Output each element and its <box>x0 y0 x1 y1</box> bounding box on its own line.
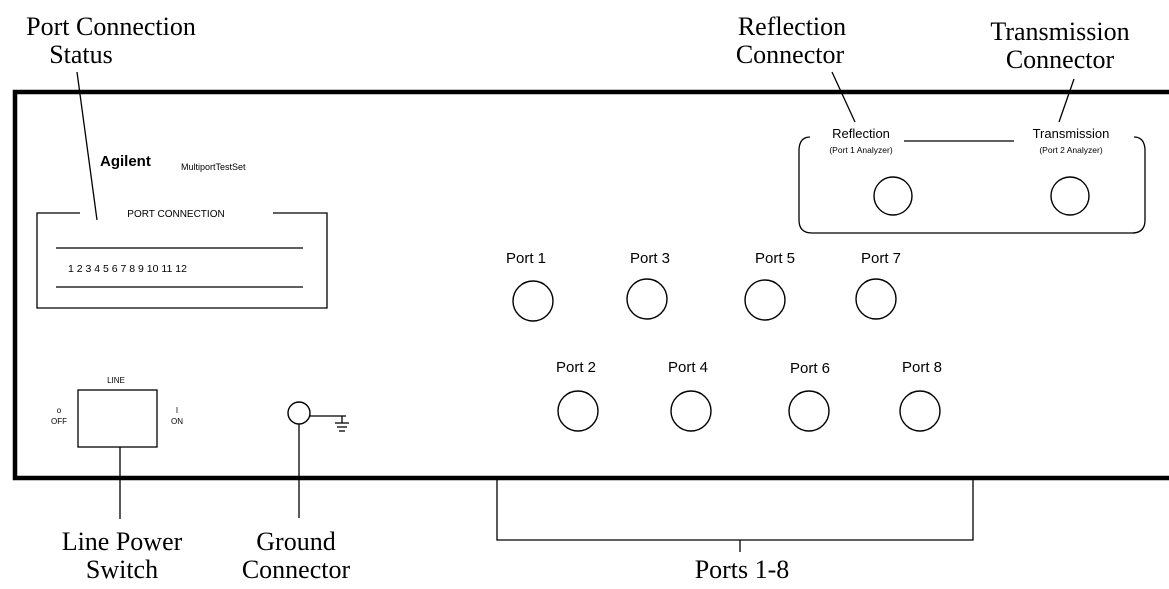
off-symbol: o <box>57 406 62 415</box>
port-7[interactable]: Port 7 <box>855 250 901 320</box>
callout-ports: Ports 1-8 <box>695 555 790 584</box>
callout-reflection-line1: Reflection <box>738 12 846 41</box>
port-connection-box <box>36 212 328 309</box>
callout-transmission-line2: Connector <box>1006 45 1115 74</box>
port-3[interactable]: Port 3 <box>626 250 670 320</box>
port-4[interactable]: Port 4 <box>668 359 712 432</box>
leader-reflection <box>831 71 856 123</box>
transmission-label: Transmission <box>1033 126 1110 141</box>
port-6[interactable]: Port 6 <box>788 360 830 432</box>
ground-connector[interactable] <box>287 401 349 432</box>
off-label: OFF <box>51 417 67 426</box>
port-label: Port 1 <box>506 250 546 267</box>
callout-reflection-line2: Connector <box>736 40 845 69</box>
port-connector <box>670 390 712 432</box>
port-label: Port 7 <box>861 250 901 267</box>
port-label: Port 6 <box>790 360 830 377</box>
reflection-connector[interactable] <box>873 176 913 216</box>
port-connector <box>557 390 599 432</box>
callout-port-connection-status-line1: Port Connection <box>26 12 196 41</box>
port-2[interactable]: Port 2 <box>556 359 599 432</box>
port-connector <box>512 280 554 322</box>
on-symbol: I <box>176 406 178 415</box>
brand-logo: Agilent <box>100 153 151 170</box>
port-connector <box>626 278 668 320</box>
callout-transmission-line1: Transmission <box>990 17 1129 46</box>
port-label: Port 8 <box>902 359 942 376</box>
ports-bracket <box>496 477 974 541</box>
analyzer-connector-bracket <box>798 136 1146 234</box>
port-connector <box>744 279 786 321</box>
transmission-sub: (Port 2 Analyzer) <box>1039 145 1102 155</box>
port-connector <box>899 390 941 432</box>
port-label: Port 2 <box>556 359 596 376</box>
callout-port-connection-status-line2: Status <box>49 40 113 69</box>
callout-ground-line2: Connector <box>242 555 351 584</box>
port-connection-title: PORT CONNECTION <box>127 209 224 220</box>
transmission-connector[interactable] <box>1050 176 1090 216</box>
port-label: Port 3 <box>630 250 670 267</box>
instrument-outline <box>12 89 1169 481</box>
port-label: Port 5 <box>755 250 795 267</box>
callout-line-power-line2: Switch <box>86 555 158 584</box>
reflection-sub: (Port 1 Analyzer) <box>829 145 892 155</box>
port-5[interactable]: Port 5 <box>744 250 795 321</box>
reflection-label: Reflection <box>832 126 890 141</box>
leader-transmission <box>1058 78 1075 123</box>
callout-line-power-line1: Line Power <box>62 527 183 556</box>
ground-terminal <box>287 401 311 425</box>
port-1[interactable]: Port 1 <box>506 250 554 322</box>
callout-ground-line1: Ground <box>256 527 335 556</box>
port-label: Port 4 <box>668 359 708 376</box>
line-power-switch[interactable] <box>77 389 158 448</box>
port-status-numbers: 1 2 3 4 5 6 7 8 9 10 11 12 <box>68 263 187 275</box>
port-connector <box>788 390 830 432</box>
model-name: MultiportTestSet <box>181 162 246 172</box>
on-label: ON <box>171 417 183 426</box>
line-label: LINE <box>107 376 125 385</box>
port-8[interactable]: Port 8 <box>899 359 942 432</box>
port-connector <box>855 278 897 320</box>
leader-port-connection <box>76 71 98 221</box>
